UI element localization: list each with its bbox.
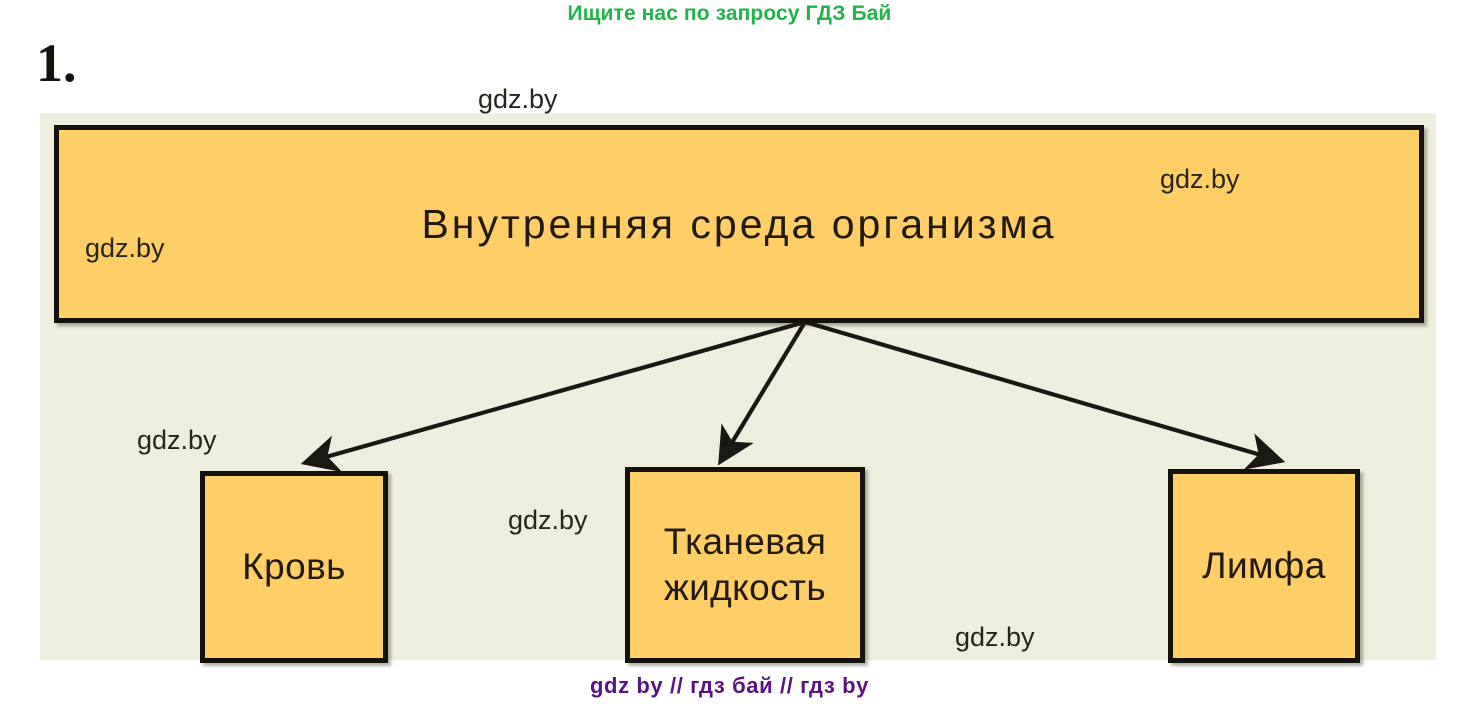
node-lymph-label: Лимфа	[1202, 545, 1326, 587]
watermark-gdz-1: gdz.by	[478, 84, 558, 114]
footer-site-text: gdz by // гдз бай // гдз by	[590, 673, 869, 698]
node-tissue-fluid-label-line1: Тканевая	[663, 521, 827, 563]
node-tissue-fluid: Тканевая жидкость	[625, 467, 865, 663]
promo-banner-text: Ищите нас по запросу ГДЗ Бай	[567, 2, 892, 25]
watermark-gdz-6: gdz.by	[955, 622, 1035, 652]
node-tissue-fluid-label-line2: жидкость	[663, 567, 827, 608]
node-blood: Кровь	[200, 471, 388, 663]
node-internal-environment-label: Внутренняя среда организма	[421, 200, 1057, 247]
watermark-gdz-2: gdz.by	[1160, 164, 1240, 194]
node-blood-label: Кровь	[242, 546, 346, 588]
node-lymph: Лимфа	[1168, 469, 1360, 663]
exercise-number: 1.	[36, 33, 77, 93]
watermark-gdz-4: gdz.by	[137, 425, 217, 455]
diagram-figure: Внутренняя среда организма Кровь Тканева…	[40, 113, 1436, 663]
arrow-to-blood	[300, 319, 806, 472]
watermark-gdz-5: gdz.by	[508, 505, 588, 535]
node-internal-environment: Внутренняя среда организма	[54, 125, 1424, 323]
watermark-gdz-3: gdz.by	[85, 233, 165, 263]
arrow-to-tissue-fluid	[718, 320, 807, 466]
node-tissue-fluid-label: Тканевая жидкость	[664, 519, 827, 611]
arrow-to-lymph	[804, 319, 1286, 470]
